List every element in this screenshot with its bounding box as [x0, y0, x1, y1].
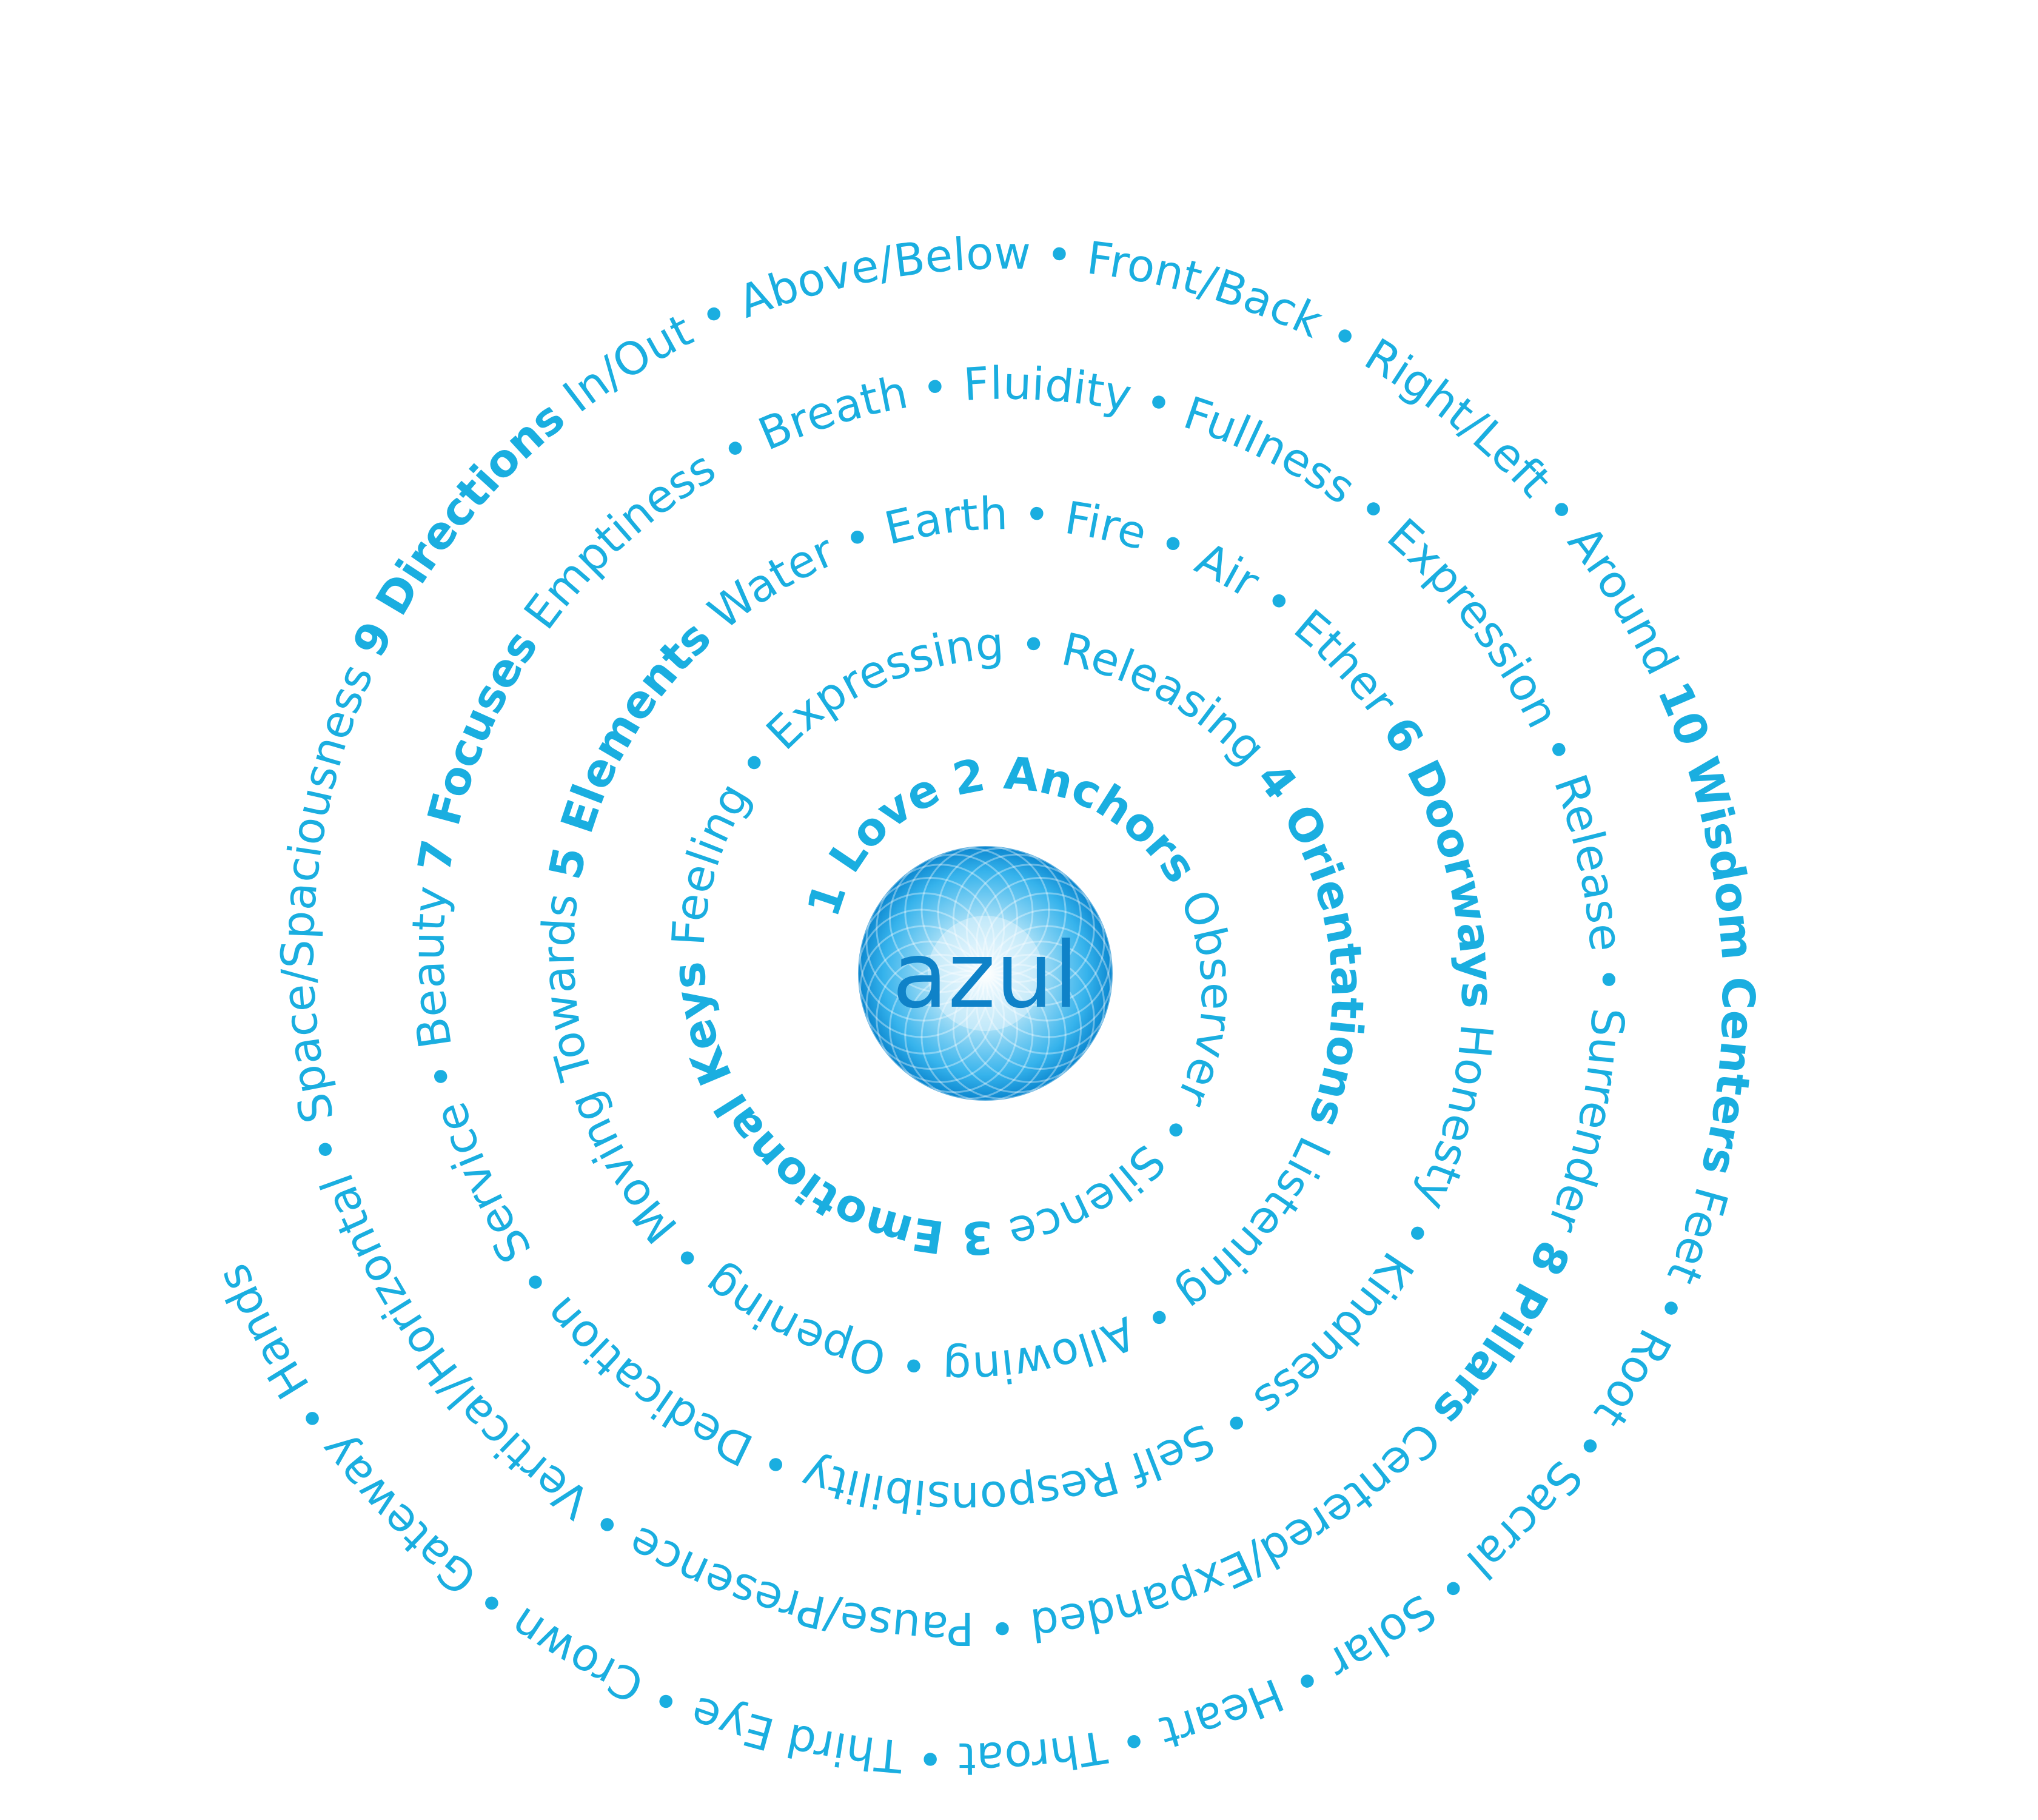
separator-dot: •	[411, 1044, 474, 1110]
azul-logo: azul	[857, 845, 1114, 1102]
logo-petal	[889, 853, 1018, 983]
spiral-item: 6 Doorways	[1373, 708, 1504, 1009]
logo-petal	[982, 892, 1111, 1022]
spiral-item: Service	[424, 1096, 542, 1272]
spiral-item: Beauty	[402, 884, 462, 1052]
spiral-item: Kindness	[1244, 1243, 1423, 1428]
logo-petal	[982, 925, 1111, 1055]
logo-petal	[920, 845, 1050, 975]
spiral-item: 7 Focuses	[409, 621, 548, 875]
spiral-item: Throat	[959, 1720, 1111, 1785]
logo-disc	[858, 846, 1113, 1101]
logo-petal	[904, 847, 1034, 977]
logo-petal	[976, 941, 1105, 1070]
spiral-item: 4 Orientations	[1247, 753, 1373, 1133]
separator-dot: •	[1008, 488, 1068, 543]
logo-petal	[965, 953, 1095, 1083]
spiral-item: Right/Left	[1356, 329, 1561, 507]
spiral-item: Front/Back	[1084, 232, 1330, 349]
spiral-item: Releasing	[1057, 623, 1275, 775]
logo-inner-glow	[928, 916, 1043, 1031]
logo-petal	[857, 908, 987, 1038]
spiral-item: Self Responsibility	[796, 1413, 1222, 1524]
logo-petal	[953, 964, 1082, 1093]
separator-dot: •	[903, 359, 965, 417]
spiral-item: In/Out	[554, 304, 700, 423]
item-gap	[663, 946, 715, 961]
spiral-item: Crown	[501, 1597, 651, 1713]
spiral-item: Feet	[1657, 1182, 1737, 1292]
spiral-item: Third Eye	[684, 1685, 905, 1782]
spiral-item: Observer	[1167, 883, 1243, 1115]
spiral-item: Space/Spaciousness	[272, 657, 383, 1128]
separator-dot: •	[881, 1334, 944, 1393]
logo-petal	[876, 864, 1005, 993]
logo-petal	[937, 970, 1067, 1100]
spiral-item: Expressing	[757, 617, 1005, 760]
spiral-item: Above/Below	[732, 227, 1031, 329]
logo-petal	[859, 925, 989, 1055]
separator-dot: •	[974, 1599, 1033, 1654]
logo-petal	[859, 892, 989, 1022]
logo-petal	[889, 964, 1018, 1093]
logo-petal	[953, 853, 1082, 983]
spiral-item: Water	[699, 525, 842, 640]
spiral-item: Around	[1558, 517, 1688, 683]
logo-petal	[865, 877, 995, 1006]
spiral-item: Breath	[751, 366, 912, 461]
logo-petal	[865, 941, 995, 1070]
spiral-item: Earth	[880, 488, 1008, 555]
spiral-item: 8 Pillars	[1423, 1233, 1579, 1436]
spiral-item: Silence	[1004, 1135, 1175, 1260]
spiral-item: 10 Wisdom Centers	[1647, 674, 1764, 1180]
logo-petal	[965, 864, 1095, 993]
logo-petal	[920, 972, 1050, 1102]
separator-dot: •	[901, 1730, 959, 1785]
center-label: azul	[892, 923, 1078, 1029]
item-gap	[1450, 1008, 1503, 1024]
spiral-item: Heart	[1155, 1668, 1291, 1759]
spiral-item: Gateway	[309, 1425, 486, 1605]
spiral-item: Ether	[1284, 600, 1407, 725]
separator-dot: •	[1102, 1708, 1168, 1771]
spiral-item: Pause/Presence	[620, 1516, 974, 1654]
logo-petal	[904, 970, 1034, 1100]
spiral-item: Allowing	[942, 1306, 1143, 1394]
spiral-item: Moving Towards	[532, 891, 688, 1253]
spiral-item: Hands	[207, 1257, 320, 1408]
spiral-item: Opening	[694, 1255, 891, 1385]
spiral-item: Fluidity	[962, 357, 1135, 423]
spiral-item: Surrender	[1537, 1007, 1634, 1239]
spiral-item: Release	[1544, 768, 1632, 953]
spiral-item: Listening	[1168, 1129, 1340, 1321]
spiral-item: Honesty	[1406, 1022, 1503, 1217]
spiral-item: Feeling	[663, 774, 760, 947]
separator-dot: •	[1580, 950, 1634, 1007]
spiral-item: Solar	[1319, 1583, 1445, 1690]
logo-petal	[876, 953, 1005, 1083]
separator-dot: •	[1030, 227, 1090, 284]
logo-petal	[937, 847, 1067, 977]
logo-petal	[976, 877, 1105, 1006]
logo-petal	[984, 908, 1114, 1038]
spiral-item: Fire	[1061, 492, 1152, 560]
spiral-item: Sacral	[1456, 1451, 1592, 1588]
spiral-item: Fullness	[1178, 387, 1364, 515]
separator-dot: •	[1005, 618, 1065, 674]
logo-petals	[857, 845, 1114, 1102]
